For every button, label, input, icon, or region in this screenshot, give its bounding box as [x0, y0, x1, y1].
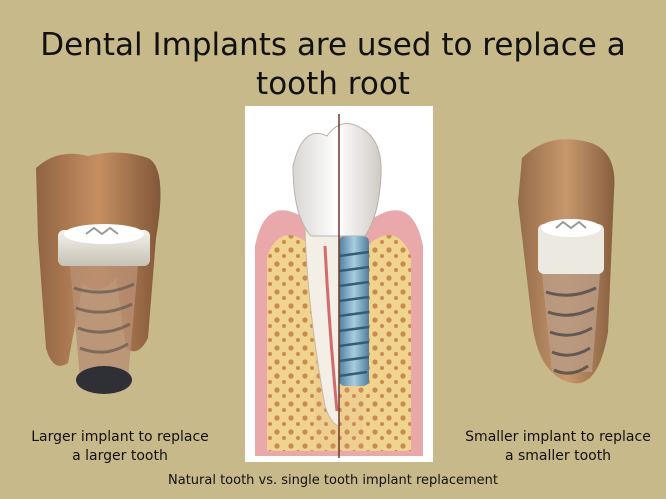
slide-title: Dental Implants are used to replace a to… [40, 27, 626, 102]
smaller-implant-caption-line2: a smaller tooth [504, 448, 612, 464]
larger-implant-image [36, 152, 161, 394]
larger-implant-caption: Larger implant to replace a larger tooth [20, 428, 220, 466]
cross-section-panel [245, 106, 433, 462]
cross-section-caption: Natural tooth vs. single tooth implant r… [168, 473, 498, 488]
cross-section-illustration [255, 114, 423, 458]
larger-implant-caption-line2: a larger tooth [72, 448, 168, 464]
larger-implant-caption-line1: Larger implant to replace [31, 429, 209, 445]
smaller-implant-image [518, 139, 615, 384]
smaller-implant-caption: Smaller implant to replace a smaller too… [458, 428, 658, 466]
smaller-implant-caption-line1: Smaller implant to replace [465, 429, 651, 445]
